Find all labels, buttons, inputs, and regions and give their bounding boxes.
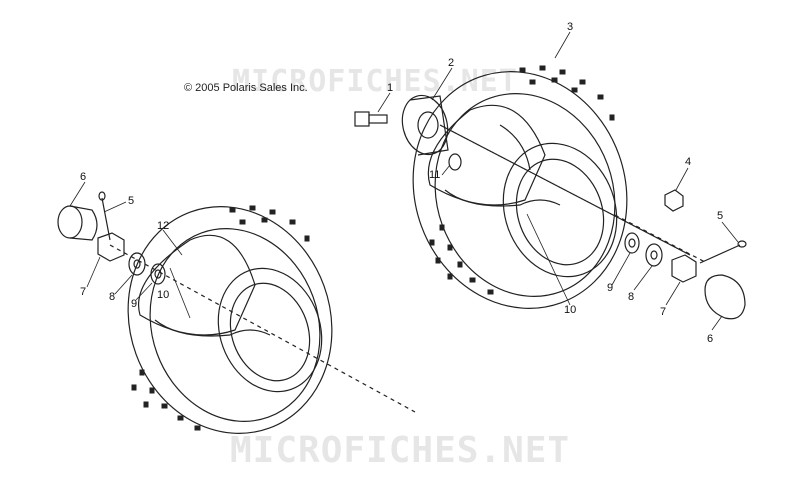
right-tire-outer (412, 71, 628, 309)
right-washer-9 (624, 232, 640, 254)
left-rim-outer (217, 267, 323, 393)
right-washer-8 (645, 243, 663, 267)
left-tire-inner (149, 228, 321, 422)
callout-5-right: 5 (717, 210, 724, 222)
axle-line-left (109, 244, 416, 413)
right-washer-8-hole (650, 250, 658, 260)
right-wheel (412, 65, 628, 309)
copyright-notice: © 2005 Polaris Sales Inc. (184, 82, 308, 94)
right-cotter-pin (699, 244, 741, 264)
left-cotter-pin (101, 197, 111, 241)
callout-5-left: 5 (128, 195, 135, 207)
left-wheel (127, 205, 333, 434)
callout-10-right: 10 (564, 304, 577, 316)
callout-8-left: 8 (109, 291, 116, 303)
callout-7-left: 7 (80, 286, 87, 298)
axle-line-right (439, 124, 691, 256)
left-rim-cutaway (138, 234, 256, 336)
right-castle-nut (671, 254, 697, 283)
wheel-bolt (354, 111, 388, 127)
callout-1: 1 (387, 82, 394, 94)
right-hub-cap (704, 274, 746, 320)
callout-4: 4 (685, 156, 692, 168)
callout-7-right: 7 (660, 306, 667, 318)
callout-2: 2 (448, 57, 455, 69)
right-washer-9-hole (628, 238, 636, 248)
left-hub-cap (57, 205, 98, 241)
left-washer-9 (150, 263, 166, 285)
right-rim-inner (515, 158, 605, 266)
callout-9-right: 9 (607, 282, 614, 294)
callout-6-left: 6 (80, 171, 87, 183)
hub-flange (401, 94, 449, 156)
callout-12: 12 (157, 220, 170, 232)
washer-11 (448, 153, 462, 171)
callout-11: 11 (429, 169, 441, 181)
axle-line-right-dash (614, 214, 706, 263)
right-rim-outer (502, 142, 618, 278)
callout-8-right: 8 (628, 291, 635, 303)
left-castle-nut (97, 232, 125, 262)
watermark-bottom: MICROFICHES.NET (230, 430, 571, 471)
left-tire-outer (127, 206, 333, 434)
lug-nut-4 (664, 189, 684, 212)
callout-9-left: 9 (131, 298, 138, 310)
callout-3: 3 (567, 21, 574, 33)
left-rim-inner (229, 282, 311, 382)
callout-10-left: 10 (157, 289, 170, 301)
left-washer-8 (128, 252, 146, 276)
callout-6-right: 6 (707, 333, 714, 345)
